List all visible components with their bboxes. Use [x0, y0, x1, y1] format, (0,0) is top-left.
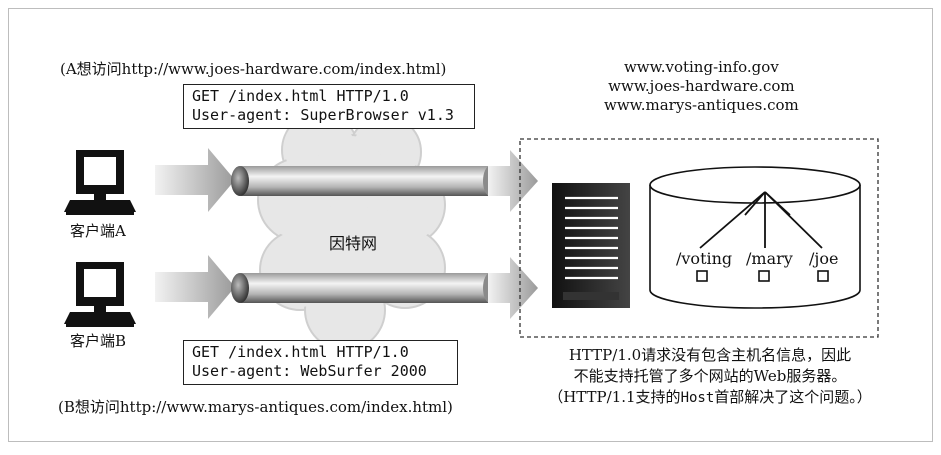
path-label-voting: /voting [676, 249, 733, 268]
computer-icon [64, 262, 136, 327]
client-a-label: 客户端A [70, 222, 126, 240]
server-icon [552, 183, 630, 308]
internet-label: 因特网 [329, 234, 378, 253]
request-b-caption: (B想访问http://www.marys-antiques.com/index… [58, 398, 453, 416]
explanation-note: HTTP/1.0请求没有包含主机名信息，因此 不能支持托管了多个网站的Web服务… [500, 345, 920, 409]
note-line-3-prefix: （HTTP/1.1支持的 [548, 388, 681, 406]
arrow-icon [488, 257, 538, 319]
client-b-label: 客户端B [70, 332, 127, 350]
storage-cylinder-icon [649, 166, 861, 309]
pipe-a [231, 166, 497, 196]
file-icon [696, 270, 708, 282]
server-hosts: www.voting-info.gov www.joes-hardware.co… [604, 58, 799, 115]
note-line-1: HTTP/1.0请求没有包含主机名信息，因此 [568, 346, 852, 364]
request-a-line1: GET /index.html HTTP/1.0 [192, 87, 409, 105]
web-server-boundary [519, 138, 879, 338]
request-a-line2: User-agent: SuperBrowser v1.3 [192, 106, 454, 124]
request-a-caption: (A想访问http://www.joes-hardware.com/index.… [60, 60, 447, 78]
note-line-3-suffix: 首部解决了这个问题。） [714, 388, 872, 406]
computer-icon [64, 150, 136, 215]
host-header-code: Host [680, 390, 715, 406]
file-icon [817, 270, 829, 282]
host-name: www.voting-info.gov [623, 58, 779, 76]
arrow-icon [488, 150, 538, 212]
file-icon [758, 270, 770, 282]
request-b-line2: User-agent: WebSurfer 2000 [192, 362, 427, 380]
note-line-3: （HTTP/1.1支持的Host首部解决了这个问题。） [500, 387, 920, 409]
pipe-b [231, 273, 497, 303]
path-label-mary: /mary [746, 249, 793, 268]
path-label-joe: /joe [809, 249, 839, 268]
request-b-line1: GET /index.html HTTP/1.0 [192, 343, 409, 361]
request-a-box: GET /index.html HTTP/1.0 User-agent: Sup… [183, 84, 475, 129]
arrow-icon [155, 148, 235, 212]
host-name: www.joes-hardware.com [608, 77, 795, 95]
request-b-box: GET /index.html HTTP/1.0 User-agent: Web… [183, 340, 458, 385]
arrow-icon [155, 255, 235, 319]
directory-tree [699, 191, 823, 249]
host-name: www.marys-antiques.com [604, 96, 799, 114]
note-line-2: 不能支持托管了多个网站的Web服务器。 [573, 367, 847, 385]
